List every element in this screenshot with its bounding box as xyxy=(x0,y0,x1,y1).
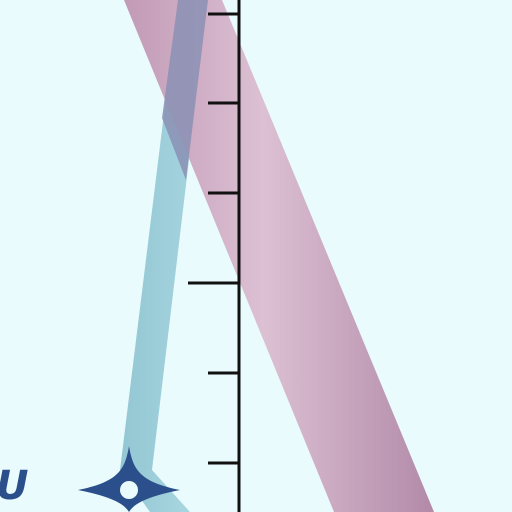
pink-beam xyxy=(124,0,434,512)
ruler-ticks xyxy=(188,12,239,465)
logo-text: U xyxy=(0,462,29,510)
four-point-star-icon xyxy=(78,446,180,512)
overlap-region xyxy=(162,0,208,180)
